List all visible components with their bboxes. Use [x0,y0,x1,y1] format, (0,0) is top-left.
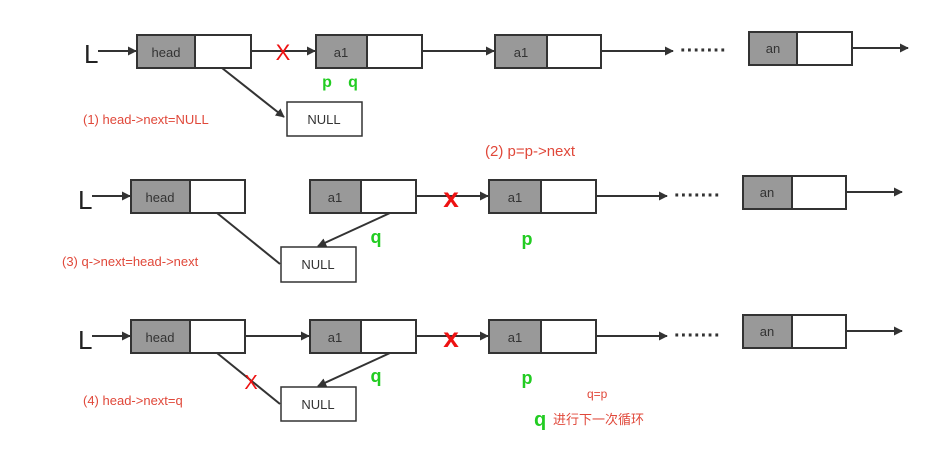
list-label-L: L [78,325,92,355]
row-1: L head X a1 p q a1 ······· an [83,31,909,137]
list-label-L: L [78,185,92,215]
node-a1-first: a1 [315,34,423,69]
node-an: an [742,314,847,349]
ellipsis-dots: ······· [674,325,721,347]
node-a1-first-label: a1 [328,190,342,205]
node-head: head [130,179,246,214]
pointer-q: q [371,366,382,386]
step-4-caption: (4) head->next=q [83,393,183,408]
node-an: an [748,31,853,66]
node-an-label: an [766,41,780,56]
loop-caption: 进行下一次循环 [553,412,644,427]
row-2: L head a1 x a1 ······· an [62,175,903,283]
node-head-label: head [146,190,175,205]
null-box: NULL [280,246,357,283]
cross-mark-small: X [244,372,257,394]
step-3-caption: (3) q->next=head->next [62,254,199,269]
cross-mark: x [443,182,459,213]
null-label: NULL [301,397,334,412]
pointer-p: p [522,229,533,249]
node-head: head [136,34,252,69]
pointer-q: q [371,227,382,247]
node-a1-second-label: a1 [508,330,522,345]
node-a1-first-label: a1 [334,45,348,60]
row-3: L head a1 x a1 ······· an X [78,314,903,431]
node-an-label: an [760,185,774,200]
node-a1-second: a1 [494,34,602,69]
node-an: an [742,175,847,210]
node-a1-first-label: a1 [328,330,342,345]
step-1-caption: (1) head->next=NULL [83,112,209,127]
node-an-label: an [760,324,774,339]
null-label: NULL [307,112,340,127]
line-head-to-null [216,352,281,405]
node-head-label: head [152,45,181,60]
node-a1-second: a1 [488,179,597,214]
cross-mark: X [276,40,291,65]
loop-pointer-q: q [534,409,546,431]
pointer-p: p [322,74,332,91]
step-2-caption: (2) p=p->next [485,143,576,160]
arrow-head-to-null [221,67,285,118]
node-a1-second: a1 [488,319,597,354]
arrow-a1-to-null [317,212,391,247]
assign-q-equals-p: q=p [587,387,608,401]
null-box: NULL [286,101,363,137]
list-label-L: L [84,39,98,69]
node-head: head [130,319,246,354]
ellipsis-dots: ······· [674,185,721,207]
node-a1-second-label: a1 [508,190,522,205]
pointer-q: q [348,74,358,91]
node-head-label: head [146,330,175,345]
null-box: NULL [280,386,357,422]
null-label: NULL [301,257,334,272]
arrow-a1-to-null [317,352,391,387]
node-a1-first: a1 [309,319,417,354]
ellipsis-dots: ······· [680,40,727,62]
line-head-to-null [216,212,281,265]
pointer-p: p [522,368,533,388]
node-a1-first: a1 [309,179,417,214]
node-a1-second-label: a1 [514,45,528,60]
cross-mark: x [443,322,459,353]
